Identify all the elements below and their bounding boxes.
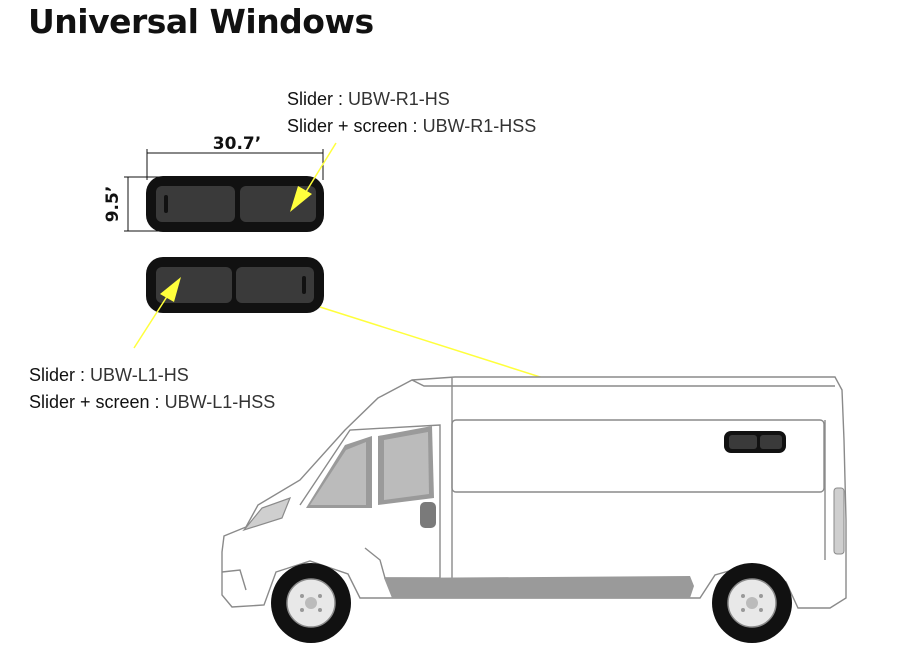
callout-left-window: Slider : UBW-L1-HS Slider + screen : UBW… <box>29 362 275 416</box>
latch-icon <box>164 195 168 213</box>
label-slider: Slider : <box>287 89 344 109</box>
code-screen-right: UBW-R1-HSS <box>422 116 537 136</box>
code-screen-left: UBW-L1-HSS <box>164 392 276 412</box>
arrow-right-window <box>290 142 337 212</box>
front-wheel-icon <box>271 563 351 643</box>
van-roof <box>411 379 835 387</box>
van-installed-window <box>724 431 786 453</box>
rear-light-icon <box>833 487 845 555</box>
window-pane-left <box>156 186 235 222</box>
callout-right-screen: Slider + screen : UBW-R1-HSS <box>287 113 536 140</box>
window-left-ubw-l1 <box>146 257 324 313</box>
dimension-height <box>124 176 160 232</box>
label-slider: Slider : <box>29 365 86 385</box>
code-slider-left: UBW-L1-HS <box>90 365 189 385</box>
label-slider-screen: Slider + screen : <box>287 116 418 136</box>
headlight-icon <box>242 496 292 532</box>
code-slider-right: UBW-R1-HS <box>348 89 450 109</box>
van-illustration <box>221 376 847 609</box>
side-mirror-icon <box>420 502 436 528</box>
callout-left-screen: Slider + screen : UBW-L1-HSS <box>29 389 275 416</box>
page-title: Universal Windows <box>28 2 374 41</box>
front-bumper <box>221 569 247 591</box>
callout-right-window: Slider : UBW-R1-HS Slider + screen : UBW… <box>287 86 536 140</box>
window-pane-right <box>236 267 314 303</box>
van-windows <box>306 426 434 508</box>
latch-icon <box>302 276 306 294</box>
dimension-height-label: 9.5’ <box>103 186 123 223</box>
van-side-trim <box>384 576 694 598</box>
label-slider-screen: Slider + screen : <box>29 392 160 412</box>
callout-left-slider: Slider : UBW-L1-HS <box>29 362 275 389</box>
rear-wheel-icon <box>712 563 792 643</box>
dimension-width-label: 30.7’ <box>213 134 261 154</box>
arrow-left-window <box>133 277 181 349</box>
callout-right-slider: Slider : UBW-R1-HS <box>287 86 536 113</box>
